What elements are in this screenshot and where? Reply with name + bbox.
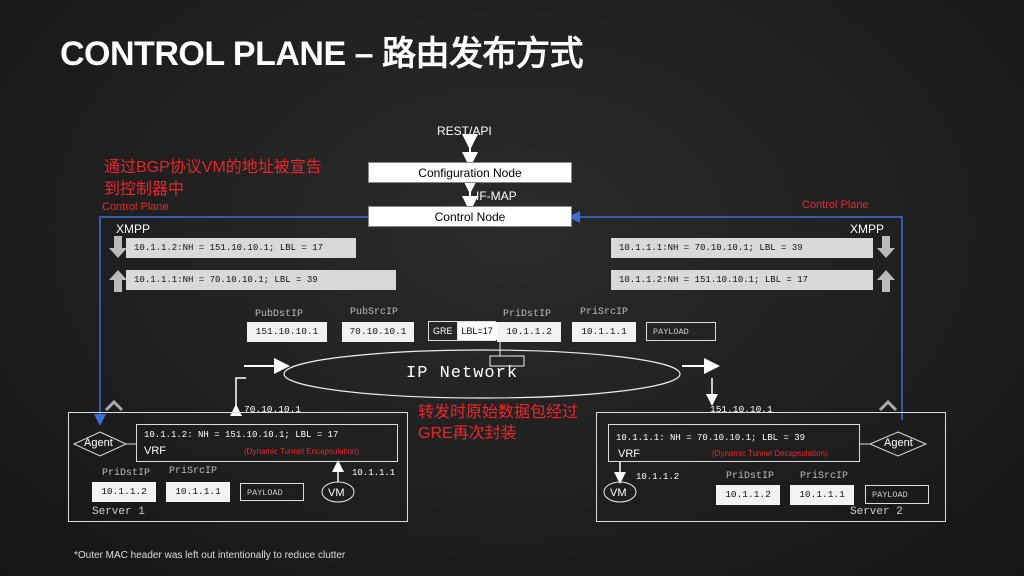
- server2-payload-cell: PAYLOAD: [865, 485, 929, 504]
- server2-route: 10.1.1.1: NH = 70.10.10.1; LBL = 39: [616, 433, 806, 443]
- server1-route: 10.1.1.2: NH = 151.10.10.1; LBL = 17: [144, 430, 339, 440]
- route-left-1: 10.1.1.2:NH = 151.10.10.1; LBL = 17: [126, 238, 356, 258]
- server2-vrf-box: [608, 424, 860, 462]
- ip-network-cloud: [283, 349, 681, 399]
- pub-src-cell: 70.10.10.1: [342, 322, 414, 342]
- bgp-annotation: 通过BGP协议VM的地址被宣告到控制器中: [104, 159, 322, 198]
- server2-box: [596, 412, 946, 522]
- down-arrow-icon: [109, 236, 127, 258]
- configuration-node: Configuration Node: [368, 162, 572, 183]
- server2-dst-caption: PriDstIP: [726, 471, 775, 482]
- control-plane-label-right: Control Plane: [802, 199, 869, 211]
- route-left-2: 10.1.1.1:NH = 70.10.10.1; LBL = 39: [126, 270, 396, 290]
- up-arrow-icon: [109, 270, 127, 292]
- server1-vm-ip: 10.1.1.1: [352, 468, 396, 478]
- lbl-label: LBL=17: [457, 322, 497, 340]
- payload-cell: PAYLOAD: [646, 322, 716, 341]
- xmpp-label-left: XMPP: [116, 222, 151, 236]
- pub-src-caption: PubSrcIP: [350, 307, 399, 318]
- server1-vrf-label: VRF: [144, 445, 166, 457]
- control-node: Control Node: [368, 206, 572, 227]
- xmpp-label-right: XMPP: [850, 222, 885, 236]
- control-plane-label-left: Control Plane: [102, 201, 169, 213]
- server2-src-caption: PriSrcIP: [800, 471, 849, 482]
- left-tunnel-ip: 70.10.10.1: [244, 404, 302, 415]
- agent-label-right: Agent: [884, 437, 913, 449]
- server2-vm-label: VM: [610, 487, 627, 499]
- right-tunnel-ip: 151.10.10.1: [710, 404, 773, 415]
- server1-dst-cell: 10.1.1.2: [92, 482, 156, 502]
- up-arrow-icon: [877, 270, 895, 292]
- if-map-label: IF-MAP: [476, 189, 517, 203]
- gre-annotation: 转发时原始数据包经过GRE再次封装: [418, 404, 579, 442]
- server2-dst-cell: 10.1.1.2: [716, 485, 780, 505]
- route-right-1: 10.1.1.1:NH = 70.10.10.1; LBL = 39: [611, 238, 873, 258]
- rest-api-label: REST/API: [437, 124, 492, 138]
- server1-src-cell: 10.1.1.1: [166, 482, 230, 502]
- vm-circle-left: [321, 481, 355, 503]
- agent-diamond-right: [868, 431, 928, 457]
- pri-src-caption: PriSrcIP: [580, 307, 629, 318]
- server2-vrf-label: VRF: [618, 448, 640, 460]
- server1-payload-cell: PAYLOAD: [240, 483, 304, 501]
- pri-src-cell: 10.1.1.1: [572, 322, 636, 342]
- agent-diamond-left: [72, 431, 128, 457]
- server2-vm-ip: 10.1.1.2: [636, 472, 680, 482]
- server2-name: Server 2: [850, 506, 903, 518]
- page-title: CONTROL PLANE – 路由发布方式: [60, 35, 583, 73]
- server1-tunnel-label: (Dynamic Tunnel Encapsulation): [244, 447, 360, 456]
- server1-src-caption: PriSrcIP: [169, 466, 218, 477]
- ip-network-label: IP Network: [406, 364, 519, 383]
- server1-dst-caption: PriDstIP: [102, 468, 151, 479]
- agent-label-left: Agent: [84, 437, 113, 449]
- server2-tunnel-label: (Dynamic Tunnel Decapsulation): [712, 449, 828, 458]
- gre-header: GRE LBL=17: [428, 321, 497, 341]
- down-arrow-icon: [877, 236, 895, 258]
- pub-dst-caption: PubDstIP: [255, 309, 304, 320]
- footnote: *Outer MAC header was left out intention…: [74, 550, 346, 561]
- pri-dst-caption: PriDstIP: [503, 309, 552, 320]
- gre-label: GRE: [429, 322, 458, 340]
- server1-vrf-box: [136, 424, 398, 462]
- pri-dst-cell: 10.1.1.2: [497, 322, 561, 342]
- route-right-2: 10.1.1.2:NH = 151.10.10.1; LBL = 17: [611, 270, 873, 290]
- server1-name: Server 1: [92, 506, 145, 518]
- pub-dst-cell: 151.10.10.1: [247, 322, 327, 342]
- server2-src-cell: 10.1.1.1: [790, 485, 854, 505]
- server1-vm-label: VM: [328, 487, 345, 499]
- server1-box: [68, 412, 408, 522]
- vm-circle-right: [603, 481, 637, 503]
